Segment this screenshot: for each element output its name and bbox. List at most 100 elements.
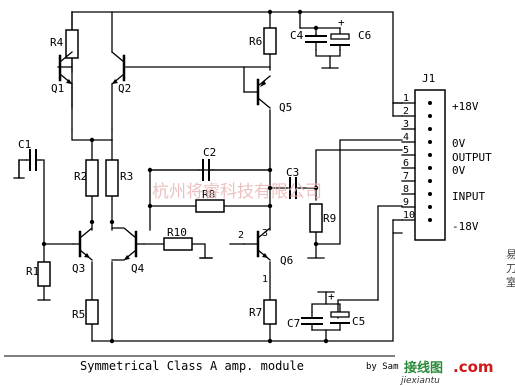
label-c7: C7 [287,317,300,330]
label-q2: Q2 [118,82,131,95]
connector-pin-number-2: 2 [403,106,409,117]
resistor-r10-body [163,237,193,251]
connector-pin-dot-10 [428,218,432,222]
resistor-r1-body [37,261,51,287]
transistor-q6-symbol [243,227,271,261]
connector-j1: 1 2 3 4 5 6 7 8 9 10 [401,89,446,241]
label-c5: C5 [352,315,365,328]
label-c2: C2 [203,146,216,159]
connector-pin-dot-2 [428,114,432,118]
label-q6-pin-3: 3 [262,228,268,239]
label-input: INPUT [452,190,485,203]
label-q6-pin-2: 2 [238,230,244,241]
label-r10: R10 [167,226,187,239]
resistor-r5-body [85,299,99,325]
label-q6: Q6 [280,254,293,267]
site-logo-dotcom: .com [453,358,494,376]
connector-pin-dot-8 [428,192,432,196]
capacitor-c5-symbol [330,311,350,331]
edge-glyph-2: 刀 [506,262,515,275]
label-plus-18v: +18V [452,100,479,113]
label-c1: C1 [18,138,31,151]
edge-glyph-1: 易 [506,248,515,261]
edge-glyphs: 易 刀 室 [506,248,515,289]
connector-pin-number-8: 8 [403,184,409,195]
resistor-r7-body [263,299,277,325]
label-q1: Q1 [51,82,64,95]
labels: R4 R6 C4 C6 + Q1 Q2 Q5 C1 C2 C3 R2 R3 R8… [18,16,492,373]
label-q3: Q3 [72,262,85,275]
transistor-q3-symbol [72,227,93,261]
connector-pin-dot-4 [428,140,432,144]
capacitor-c1-symbol [25,149,41,171]
label-minus-18v: -18V [452,220,479,233]
connector-pin-number-5: 5 [403,145,409,156]
wiring [18,11,403,342]
transistors [58,11,271,261]
label-r1: R1 [26,265,39,278]
resistor-r8-body [195,199,225,213]
site-logo: 接线图 .com jiexiantu [399,358,494,386]
author-credit: by Sam [366,362,399,372]
label-j1: J1 [422,72,435,85]
connector-pin-number-6: 6 [403,158,409,169]
connector-pin-number-4: 4 [403,132,409,143]
capacitor-c4-symbol [305,33,327,51]
caption: Symmetrical Class A amp. module [80,359,304,373]
label-r4: R4 [50,36,64,49]
junction-dots [41,9,329,344]
label-c5-plus: + [328,290,335,303]
connector-pin-dot-5 [428,153,432,157]
resistor-r2-body [85,159,99,197]
transistor-q4-symbol [111,227,145,261]
label-0v-2: 0V [452,164,466,177]
connector-pin-dot-7 [428,179,432,183]
label-r8: R8 [202,188,215,201]
resistor-r3-body [105,159,119,197]
connector-pin-dot-1 [428,101,432,105]
capacitor-c7-symbol [301,311,323,331]
label-q4: Q4 [131,262,145,275]
watermark-text: 杭州将睿科技有限公司 [152,182,322,202]
capacitor-c3-symbol [289,177,297,199]
label-r9: R9 [323,212,336,225]
resistor-r4-body [65,29,79,59]
connector-pin-dot-3 [428,127,432,131]
label-c6: C6 [358,29,371,42]
label-c3: C3 [286,166,299,179]
connector-pin-number-1: 1 [403,93,409,104]
label-c4: C4 [290,29,304,42]
resistor-r6-body [263,27,277,55]
connector-pin-number-3: 3 [403,119,409,130]
label-q5: Q5 [279,101,292,114]
capacitors [25,33,350,331]
connector-j1-body [414,89,446,241]
label-r6: R6 [249,35,262,48]
capacitor-c6-symbol [330,33,350,51]
resistor-r9-body [309,203,323,233]
label-r5: R5 [72,308,85,321]
connector-pin-number-10: 10 [403,210,415,221]
edge-glyph-3: 室 [506,275,515,289]
label-r7: R7 [249,306,262,319]
connector-pin-dot-6 [428,166,432,170]
label-r2: R2 [74,170,87,183]
connector-pin-number-9: 9 [403,197,409,208]
label-output: OUTPUT [452,151,492,164]
label-c6-plus: + [338,16,345,29]
site-logo-name: 接线图 [404,360,443,376]
ground-symbols [13,67,339,301]
site-logo-url: jiexiantu [399,376,440,386]
label-r3: R3 [120,170,133,183]
label-0v-1: 0V [452,137,466,150]
capacitor-c2-symbol [198,159,214,181]
connector-pin-dot-9 [428,205,432,209]
resistors [37,27,323,325]
connector-pin-number-7: 7 [403,171,409,182]
label-q6-pin-1: 1 [262,274,268,285]
transistor-q5-symbol [243,66,271,109]
transistor-q1-symbol [58,51,73,85]
transistor-q2-symbol [71,11,126,131]
